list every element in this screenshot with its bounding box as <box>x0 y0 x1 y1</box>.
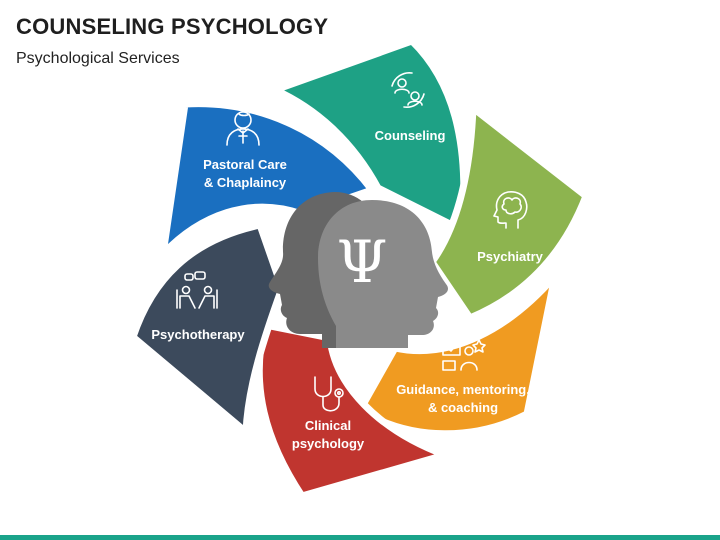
therapy-session-icon-part <box>181 285 191 295</box>
brain-head-icon-part <box>493 191 528 229</box>
head-front-silhouette <box>318 200 449 348</box>
mentor-board-icon <box>442 339 486 371</box>
people-exchange-icon-part <box>410 91 420 101</box>
petal-label: Psychotherapy <box>151 327 245 342</box>
people-exchange-icon-part <box>397 78 407 88</box>
priest-icon-part <box>238 113 250 117</box>
therapy-session-icon-part <box>184 273 194 281</box>
priest-icon-part <box>234 111 252 129</box>
brain-head-icon-part <box>501 197 522 215</box>
mentor-board-icon-part <box>442 341 461 356</box>
petal-label: Pastoral Care <box>203 157 287 172</box>
people-exchange-icon-part <box>394 88 410 94</box>
stethoscope-icon-part <box>322 396 340 412</box>
petal-label: & Chaplaincy <box>204 175 287 190</box>
petal-label: psychology <box>292 436 365 451</box>
mentor-board-icon-part <box>472 339 486 353</box>
therapy-session-icon-part <box>198 295 215 309</box>
mentor-board-icon-part <box>460 361 478 371</box>
petal-6: Pastoral Care & Chaplaincy <box>159 100 376 258</box>
psi-symbol: Ψ <box>337 228 388 296</box>
therapy-session-icon-part <box>203 285 213 295</box>
priest-icon-part <box>237 128 249 134</box>
people-exchange-icon-part <box>391 72 413 87</box>
page-subtitle: Psychological Services <box>16 50 180 67</box>
mentor-board-icon-part <box>446 344 457 352</box>
petal-label: Psychiatry <box>477 249 544 264</box>
petal-4: Clinical psychology <box>255 321 449 500</box>
petal-label: Clinical <box>305 418 351 433</box>
people-exchange-icon-part <box>403 93 425 108</box>
petal-5: Psychotherapy <box>129 221 286 436</box>
stethoscope-icon <box>314 376 344 412</box>
petal-label: Guidance, mentoring, <box>396 382 530 397</box>
petal-3: Guidance, mentoring, & coaching <box>356 272 559 438</box>
mentor-board-icon-part <box>464 346 474 356</box>
petal-shape <box>159 100 376 258</box>
petal-2: Psychiatry <box>428 104 590 322</box>
stethoscope-icon-part <box>337 390 342 396</box>
people-exchange-icon-part <box>407 100 423 106</box>
petal-shape <box>129 221 286 436</box>
priest-icon <box>226 111 260 146</box>
stethoscope-icon-part <box>334 388 344 398</box>
priest-icon-part <box>226 128 260 146</box>
therapy-session-icon-part <box>194 271 206 280</box>
bottom-accent-bar <box>0 535 720 540</box>
mentor-board-icon-part <box>442 360 456 371</box>
petal-label: & coaching <box>428 400 498 415</box>
therapy-session-icon <box>176 271 218 309</box>
page-title: COUNSELING PSYCHOLOGY <box>16 14 329 39</box>
center-heads: Ψ <box>268 192 449 348</box>
petal-label: Counseling <box>375 128 446 143</box>
people-exchange-icon <box>391 72 425 108</box>
therapy-session-icon-part <box>179 295 196 309</box>
brain-head-icon <box>493 191 528 229</box>
